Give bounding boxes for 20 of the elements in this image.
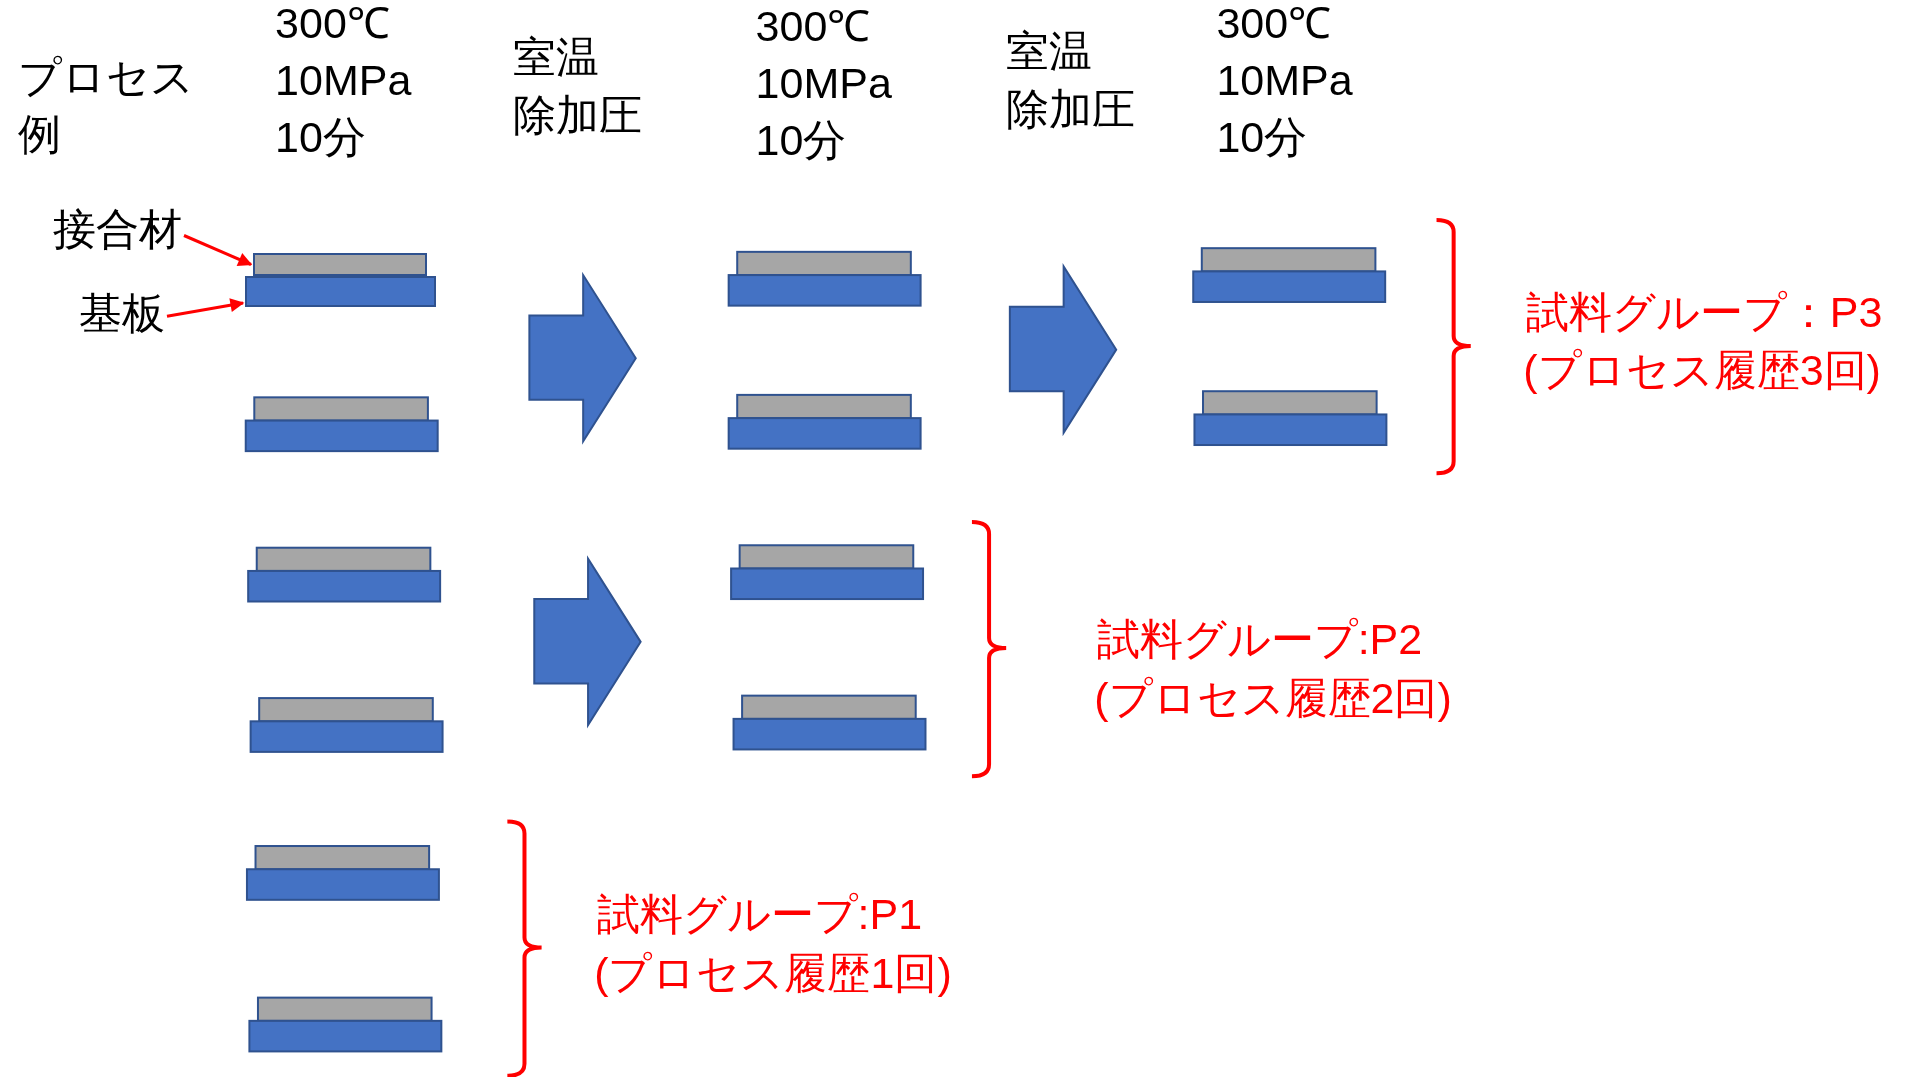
process-condition: 除加圧 — [1006, 83, 1136, 135]
column-heading: プロセス例 — [18, 51, 196, 160]
group-label: (プロセス履歴1回) — [594, 948, 952, 1000]
process-condition: 室温 — [1006, 26, 1093, 78]
process-condition: 除加圧 — [513, 89, 643, 141]
part-label: 基板 — [79, 284, 166, 342]
group-label: 試料グループ：P3 — [1525, 286, 1883, 338]
group-label: 試料グループ:P1 — [596, 889, 923, 941]
process-condition: 300℃ 10MPa 10分 — [755, 0, 892, 166]
part-label: 接合材 — [52, 200, 182, 258]
group-label: (プロセス履歴2回) — [1094, 672, 1452, 724]
process-condition: 300℃ 10MPa 10分 — [1216, 0, 1353, 164]
process-condition: 300℃ 10MPa 10分 — [275, 0, 412, 164]
bonding-layer — [253, 253, 427, 277]
leader-line — [183, 234, 253, 266]
group-label: 試料グループ:P2 — [1096, 614, 1423, 666]
leader-line — [166, 298, 245, 318]
process-condition: 室温 — [513, 32, 600, 84]
substrate-layer — [244, 276, 437, 307]
group-label: (プロセス履歴3回) — [1523, 345, 1881, 397]
